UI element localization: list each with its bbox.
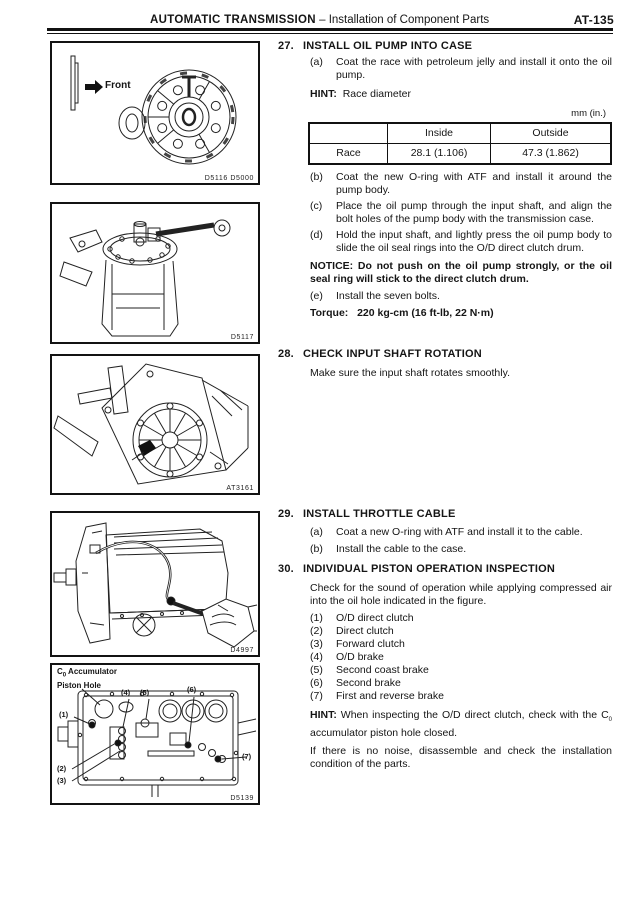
row-label: Race [308,143,388,165]
figure-code: D5116 D5000 [204,175,254,182]
header-rule-thin [47,32,613,34]
figure-code: AT3161 [226,485,254,492]
callout-7: (7) [242,752,252,761]
header-rule-thick [47,28,613,31]
front-label: Front [105,80,131,91]
step-a: (a) Coat the race with petroleum jelly a… [310,56,612,81]
section-29: 29. INSTALL THROTTLE CABLE (a) Coat a ne… [278,508,612,556]
list-item: (4)O/D brake [310,651,384,663]
table-corner-cell [308,122,388,144]
step-d: (d) Hold the input shaft, and lightly pr… [310,229,612,254]
step-b: (b) Coat the new O-ring with ATF and ins… [310,171,612,196]
callout-3: (3) [57,776,67,785]
section-27-heading: 27. INSTALL OIL PUMP INTO CASE [278,40,612,53]
figure-input-shaft-check: AT3161 [50,354,260,495]
piston-list: (1)O/D direct clutch (2)Direct clutch (3… [278,612,612,703]
section-title: CHECK INPUT SHAFT ROTATION [303,348,482,360]
section-27: 27. INSTALL OIL PUMP INTO CASE (a) Coat … [278,40,612,320]
col-inside: Inside [387,122,491,144]
front-arrow-icon [85,80,103,94]
outside-value: 47.3 (1.862) [490,143,612,165]
section-number: 27. [278,40,294,52]
step-a: (a) Coat a new O-ring with ATF and insta… [310,526,583,538]
section-number: 28. [278,348,294,360]
figure-bolt-tightening: D5117 [50,202,260,344]
table-row: Race 28.1 (1.106) 47.3 (1.862) [308,143,612,165]
section-30-outro: If there is no noise, disassemble and ch… [310,745,612,771]
page-header: AUTOMATIC TRANSMISSION – Installation of… [150,14,489,26]
torque-spec: Torque: 220 kg-cm (16 ft-lb, 22 N·m) [310,307,494,319]
figure-code: D5117 [230,334,254,341]
section-title: INSTALL THROTTLE CABLE [303,508,456,520]
input-shaft-illustration [53,363,249,485]
section-30-heading: 30. INDIVIDUAL PISTON OPERATION INSPECTI… [278,563,612,576]
figure-code: D5139 [230,795,254,802]
page-number: AT-135 [573,13,614,27]
header-section-title: AUTOMATIC TRANSMISSION [150,14,316,26]
oil-pump-illustration [70,55,237,165]
figure-oil-pump: Front D5116 D5000 [50,41,260,185]
step-b: (b) Install the cable to the case. [310,543,467,555]
race-diameter-table: Inside Outside Race 28.1 (1.106) 47.3 (1… [308,122,612,165]
notice-text: NOTICE: Do not push on the oil pump stro… [310,260,612,285]
hint-line: HINT: Race diameter [310,88,411,100]
callout-1: (1) [59,710,69,719]
throttle-cable-illustration [53,522,258,648]
section-title: INDIVIDUAL PISTON OPERATION INSPECTION [303,563,556,575]
callout-6: (6) [187,685,197,694]
list-item: (6)Second brake [310,677,401,689]
section-30-intro: Check for the sound of operation while a… [310,582,612,607]
valve-body-illustration [57,688,257,797]
col-outside: Outside [490,122,612,144]
section-28-heading: 28. CHECK INPUT SHAFT ROTATION [278,348,612,361]
section-30: 30. INDIVIDUAL PISTON OPERATION INSPECTI… [278,563,612,771]
section-29-heading: 29. INSTALL THROTTLE CABLE [278,508,612,521]
table-unit: mm (in.) [571,108,606,119]
header-subtitle: – Installation of Component Parts [319,14,490,26]
section-28-body: Make sure the input shaft rotates smooth… [310,367,510,379]
step-e: (e) Install the seven bolts. [310,290,440,302]
hint-line: HINT: When inspecting the O/D direct clu… [310,709,612,740]
section-number: 30. [278,563,294,575]
list-item: (7)First and reverse brake [310,690,444,702]
list-item: (2)Direct clutch [310,625,394,637]
section-28: 28. CHECK INPUT SHAFT ROTATION Make sure… [278,348,612,380]
section-number: 29. [278,508,294,520]
list-item: (5)Second coast brake [310,664,429,676]
list-item: (3)Forward clutch [310,638,405,650]
figure-throttle-cable: D4997 [50,511,260,657]
callout-4: (4) [121,688,131,697]
step-c: (c) Place the oil pump through the input… [310,200,612,225]
callout-2: (2) [57,764,67,773]
list-item: (1)O/D direct clutch [310,612,414,624]
callout-5: (5) [140,688,150,697]
inside-value: 28.1 (1.106) [387,143,491,165]
bolt-tightening-illustration [59,219,231,337]
figure-code: D4997 [230,647,254,654]
section-title: INSTALL OIL PUMP INTO CASE [303,40,473,52]
